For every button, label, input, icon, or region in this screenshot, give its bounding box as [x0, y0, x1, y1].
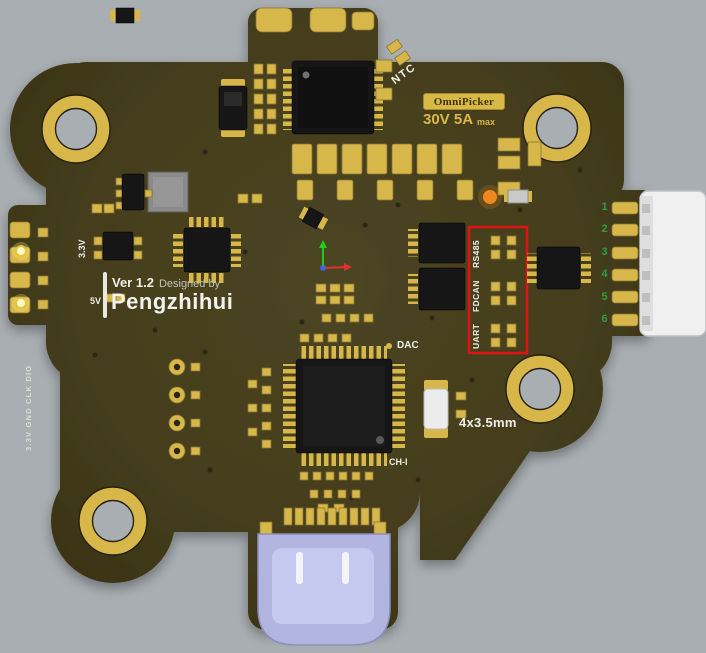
silkscreen-bar	[103, 272, 107, 318]
dac-label: DAC	[397, 340, 419, 351]
right-upper-pads	[497, 137, 542, 196]
power-diode	[218, 79, 248, 137]
axis-indicator	[319, 240, 352, 271]
power-rating: 30V 5A max	[423, 111, 495, 128]
center-pad-cluster	[299, 283, 374, 343]
connector-pads	[611, 201, 639, 327]
mcu-side-pads	[247, 367, 467, 449]
small-gray-part	[504, 189, 532, 204]
transistor	[115, 173, 153, 211]
rail-3v3-label: 3.3V	[77, 239, 87, 258]
tilted-part	[298, 206, 329, 230]
power-rating-suffix: max	[477, 117, 496, 127]
brand-badge: OmniPicker	[423, 93, 505, 110]
pin-number-4: 4	[601, 268, 608, 281]
left-tab-pads	[9, 221, 49, 314]
pin-number-6: 6	[601, 312, 608, 325]
vias	[92, 149, 583, 501]
ntc-thermistor	[386, 38, 411, 67]
bus-transceiver-ic	[408, 267, 466, 311]
metal-shield-part	[147, 171, 189, 213]
mounting-hole	[78, 486, 148, 556]
pin-number-3: 3	[601, 245, 608, 258]
usb-c-connector	[257, 533, 391, 646]
mcu-qfp	[283, 346, 405, 466]
status-led	[478, 185, 502, 209]
crystal-oscillator	[423, 380, 449, 438]
pin-number-5: 5	[601, 290, 608, 303]
version-row: Ver 1.2 Designed by	[112, 275, 220, 290]
logic-ic	[173, 217, 241, 283]
bus-pad-groups	[490, 235, 517, 348]
debug-through-holes	[168, 358, 201, 460]
pin-number-2: 2	[601, 223, 608, 236]
jst-connector	[639, 190, 706, 337]
capacitor-bank	[291, 143, 474, 201]
top-edge-pads	[255, 7, 375, 33]
bus-transceiver-ic	[408, 222, 466, 264]
debug-pinout-label: 3.3V GND CLK DIO	[24, 364, 33, 451]
designer-name: Pengzhihui	[111, 289, 234, 314]
regulator-3v3-ic	[93, 231, 143, 261]
power-rating-value: 30V 5A	[423, 111, 474, 128]
driver-ic	[283, 60, 383, 135]
mounting-hole	[41, 94, 111, 164]
pin-number-1: 1	[601, 201, 608, 213]
designed-by-label: Designed by	[158, 278, 221, 290]
top-left-component	[110, 7, 140, 24]
mounting-note: 4x3.5mm	[459, 415, 517, 430]
mounting-hole	[522, 93, 592, 163]
mounting-hole	[505, 354, 575, 424]
left-small-pads	[91, 193, 263, 303]
brand-badge-text: OmniPicker	[433, 95, 495, 108]
bus-label-uart: UART	[471, 323, 481, 349]
bus-highlight-box	[467, 225, 529, 355]
dac-test-pad	[386, 343, 392, 349]
connector-pin-numbers: 1 2 3 4 5 6	[598, 196, 611, 330]
bus-label-rs485: RS485	[471, 240, 481, 268]
rail-5v-label: 5V	[90, 296, 102, 306]
mounting-holes	[41, 93, 592, 556]
ch1-label: CH-I	[389, 457, 408, 467]
driver-aux-pads	[253, 59, 393, 135]
connector-interface-ic	[527, 246, 591, 290]
bus-label-fdcan: FDCAN	[471, 280, 481, 312]
version-label: Ver 1.2	[112, 275, 154, 290]
